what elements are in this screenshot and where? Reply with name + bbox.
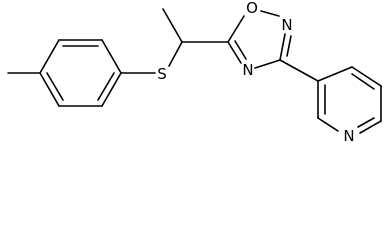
ring-bond [227,41,242,64]
benzene-double-bond [97,72,115,101]
chemical-structure-diagram: S O N N N [7,0,382,145]
ring-double-bond [286,35,292,57]
benzene-bond [101,39,122,74]
ring-bond [279,33,286,61]
pyridine-nitrogen-label: N [343,127,354,145]
ring-bond [254,59,281,69]
ring-double-bond [234,40,247,60]
nitrogen-atom-label: N [242,61,253,79]
ring-bond [317,66,353,82]
oxadiazole-pyridine-bond [279,59,319,82]
ring-bond [317,117,339,132]
tolyl-group [7,39,122,107]
benzene-double-bond [46,72,64,101]
pyridine-ring [279,59,382,134]
sulfur-atom-label: S [157,65,167,83]
benzene-bond [39,72,60,107]
methyl-bond [162,8,183,43]
ring-bond [351,66,382,87]
oxadiazole-ring [227,10,292,69]
thioether-linker [120,8,229,74]
benzene-bond [39,39,60,74]
ring-double-bond [351,73,375,90]
ring-bond [359,120,382,134]
ring-bond [260,10,280,17]
ring-double-bond [357,117,375,128]
benzene-bond [101,72,122,107]
sulfur-methine-bond [168,41,183,67]
nitrogen-atom-label: N [281,16,292,34]
ring-bond [227,15,245,43]
oxygen-atom-label: O [246,0,258,17]
